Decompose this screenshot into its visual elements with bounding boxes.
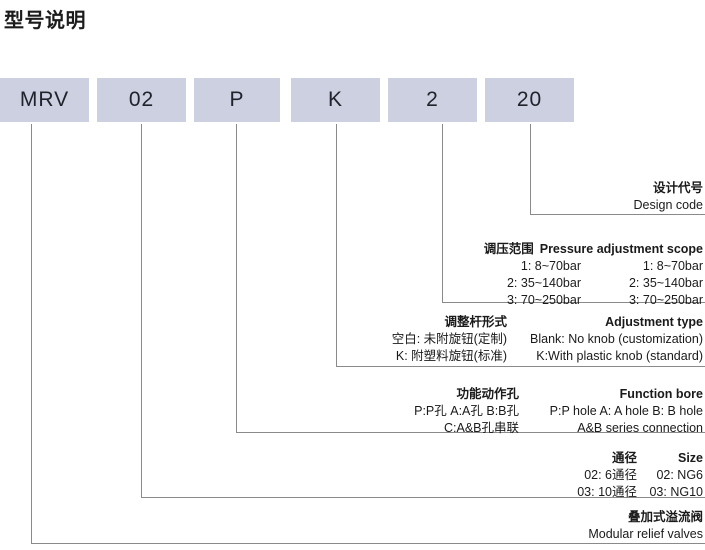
code-box-adjustment-type[interactable]: K: [291, 78, 380, 122]
leader-line-design-code-horizontal: [530, 214, 705, 215]
leader-line-adjustment-type-vertical: [336, 124, 337, 367]
desc-function-bore-en-1: P:P hole A: A hole B: B hole: [549, 404, 703, 418]
leader-line-pressure-scope-horizontal: [442, 302, 705, 303]
desc-size-en-1: 02: NG6: [656, 468, 703, 482]
desc-function-bore-row: P:P孔 A:A孔 B:B孔 P:P hole A: A hole B: B h…: [351, 403, 703, 420]
desc-pressure-scope-en-title: Pressure adjustment scope: [539, 242, 703, 256]
desc-pressure-scope-cn-1: 1: 8~70bar: [520, 259, 581, 273]
desc-function-bore-en-title: Function bore: [619, 387, 703, 401]
desc-function-bore-cn-title: 功能动作孔: [456, 387, 519, 401]
desc-function-bore-row: C:A&B孔串联 A&B series connection: [351, 420, 703, 437]
desc-pressure-scope-en-1: 1: 8~70bar: [642, 259, 703, 273]
code-box-design-code[interactable]: 20: [485, 78, 574, 122]
desc-pressure-scope-en-3: 3: 70~250bar: [628, 293, 703, 307]
desc-adjustment-type: 调整杆形式 Adjustment type 空白: 未附旋钮(定制) Blank…: [347, 314, 703, 365]
desc-product: 叠加式溢流阀 Modular relief valves: [588, 509, 703, 543]
desc-size-cn-2: 03: 10通径: [577, 485, 637, 499]
desc-pressure-scope: 调压范围 Pressure adjustment scope 1: 8~70ba…: [451, 241, 703, 309]
desc-pressure-scope-title-row: 调压范围 Pressure adjustment scope: [451, 241, 703, 258]
desc-adjustment-type-row: 空白: 未附旋钮(定制) Blank: No knob (customizati…: [347, 331, 703, 348]
code-box-pressure-scope[interactable]: 2: [388, 78, 477, 122]
desc-product-title-row: 叠加式溢流阀: [588, 509, 703, 526]
desc-adjustment-type-row: K: 附塑料旋钮(标准) K:With plastic knob (standa…: [347, 348, 703, 365]
desc-size-cn-1: 02: 6通径: [584, 468, 637, 482]
desc-function-bore-cn-1: P:P孔 A:A孔 B:B孔: [414, 404, 519, 418]
desc-design-code: 设计代号 Design code: [634, 180, 704, 214]
leader-line-design-code-vertical: [530, 124, 531, 215]
desc-size: 通径 Size 02: 6通径 02: NG6 03: 10通径 03: NG1…: [545, 450, 703, 501]
desc-adjustment-type-cn-2: K: 附塑料旋钮(标准): [395, 349, 507, 363]
desc-pressure-scope-cn-3: 3: 70~250bar: [506, 293, 581, 307]
desc-pressure-scope-en-2: 2: 35~140bar: [628, 276, 703, 290]
desc-function-bore: 功能动作孔 Function bore P:P孔 A:A孔 B:B孔 P:P h…: [351, 386, 703, 437]
desc-pressure-scope-cn-title: 调压范围: [483, 242, 534, 256]
desc-pressure-scope-cn-2: 2: 35~140bar: [506, 276, 581, 290]
desc-adjustment-type-title-row: 调整杆形式 Adjustment type: [347, 314, 703, 331]
leader-line-pressure-scope-vertical: [442, 124, 443, 303]
desc-function-bore-title-row: 功能动作孔 Function bore: [351, 386, 703, 403]
leader-line-function-bore-horizontal: [236, 432, 705, 433]
leader-line-size-vertical: [141, 124, 142, 498]
desc-size-cn-title: 通径: [611, 451, 637, 465]
desc-product-en-row: Modular relief valves: [588, 526, 703, 543]
leader-line-function-bore-vertical: [236, 124, 237, 433]
leader-line-product-horizontal: [31, 543, 705, 544]
desc-product-en: Modular relief valves: [588, 527, 703, 541]
desc-design-code-title-row: 设计代号: [634, 180, 703, 197]
desc-adjustment-type-cn-1: 空白: 未附旋钮(定制): [391, 332, 507, 346]
desc-function-bore-cn-2: C:A&B孔串联: [443, 421, 519, 435]
desc-design-code-en: Design code: [633, 198, 704, 212]
code-box-size[interactable]: 02: [97, 78, 186, 122]
desc-size-title-row: 通径 Size: [545, 450, 703, 467]
page-title: 型号说明: [4, 10, 86, 32]
leader-line-adjustment-type-horizontal: [336, 366, 705, 367]
desc-design-code-cn: 设计代号: [652, 181, 703, 195]
desc-product-cn: 叠加式溢流阀: [627, 510, 703, 524]
leader-line-product-vertical: [31, 124, 32, 544]
desc-pressure-scope-row: 1: 8~70bar 1: 8~70bar: [451, 258, 703, 275]
desc-size-en-title: Size: [677, 451, 703, 465]
desc-adjustment-type-cn-title: 调整杆形式: [444, 315, 507, 329]
desc-adjustment-type-en-2: K:With plastic knob (standard): [536, 349, 703, 363]
desc-function-bore-en-2: A&B series connection: [577, 421, 703, 435]
leader-line-size-horizontal: [141, 497, 705, 498]
code-box-series[interactable]: MRV: [0, 78, 89, 122]
desc-size-row: 02: 6通径 02: NG6: [545, 467, 703, 484]
desc-pressure-scope-row: 3: 70~250bar 3: 70~250bar: [451, 292, 703, 309]
desc-adjustment-type-en-title: Adjustment type: [605, 315, 703, 329]
desc-pressure-scope-row: 2: 35~140bar 2: 35~140bar: [451, 275, 703, 292]
desc-size-row: 03: 10通径 03: NG10: [545, 484, 703, 501]
desc-size-en-2: 03: NG10: [649, 485, 703, 499]
model-code-row: MRV 02 P K 2 20: [0, 78, 705, 122]
desc-design-code-en-row: Design code: [634, 197, 704, 214]
desc-adjustment-type-en-1: Blank: No knob (customization): [530, 332, 703, 346]
code-box-function-bore[interactable]: P: [194, 78, 280, 122]
